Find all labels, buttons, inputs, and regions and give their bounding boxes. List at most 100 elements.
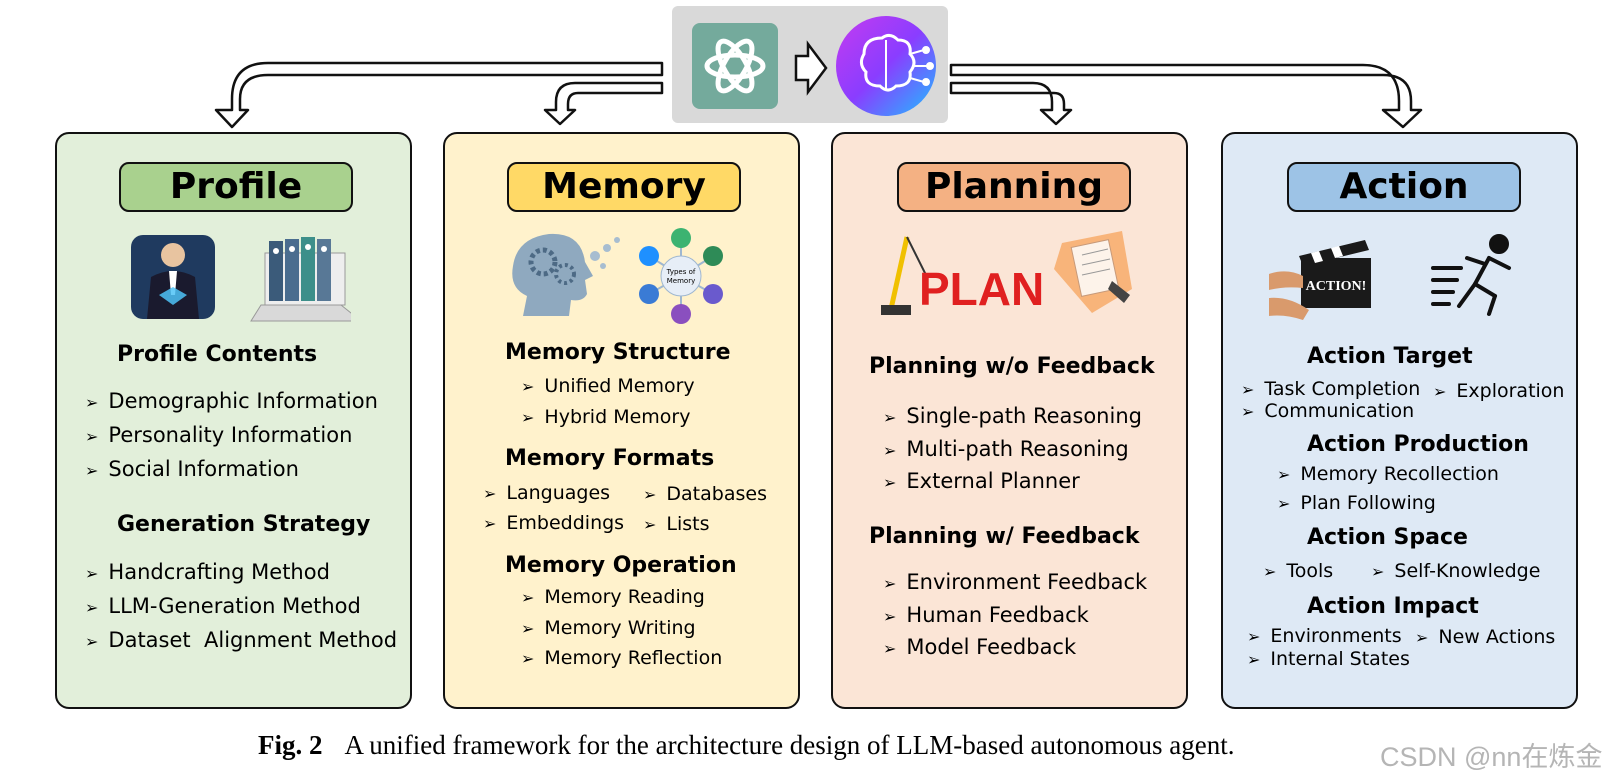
crane-plan-icon: PLAN: [881, 236, 1044, 315]
memory-formats-heading: Memory Formats: [505, 446, 715, 471]
action-target-heading: Action Target: [1307, 344, 1473, 369]
memory-panel: Memory Types of Memory Memory Struc: [443, 132, 800, 709]
list-item: ➢Task Completion: [1241, 378, 1421, 400]
list-item: ➢Databases: [643, 483, 767, 505]
openai-logo-icon: [692, 23, 778, 109]
action-production-heading: Action Production: [1307, 432, 1529, 457]
clapperboard-icon: ACTION!: [1269, 240, 1371, 320]
businessman-icon: [131, 235, 215, 319]
arrow-to-profile: [214, 61, 664, 129]
list-item: ➢Exploration: [1433, 380, 1565, 402]
planning-images: PLAN: [881, 231, 1132, 315]
arrow-bullet-icon: ➢: [521, 408, 535, 427]
action-images: ACTION!: [1269, 234, 1511, 320]
planning-panel: Planning PLAN Planning w/o Feedback ➢Sin…: [831, 132, 1188, 709]
arrow-bullet-icon: ➢: [85, 393, 99, 412]
figure-caption-text: A unified framework for the architecture…: [344, 730, 1235, 760]
arrow-bullet-icon: ➢: [521, 649, 535, 668]
arrow-bullet-icon: ➢: [85, 598, 99, 617]
list-item: ➢New Actions: [1415, 626, 1556, 648]
memory-images: Types of Memory: [512, 228, 723, 324]
arrow-bullet-icon: ➢: [1247, 627, 1261, 646]
arrow-bullet-icon: ➢: [521, 619, 535, 638]
list-item: ➢Memory Recollection: [1277, 463, 1499, 485]
arrow-bullet-icon: ➢: [883, 574, 897, 593]
arrow-bullet-icon: ➢: [643, 485, 657, 504]
arrow-bullet-icon: ➢: [1247, 650, 1261, 669]
plan-letters: PLAN: [919, 263, 1044, 315]
planning-without-feedback-heading: Planning w/o Feedback: [869, 354, 1155, 379]
memory-types-diagram-icon: Types of Memory: [639, 228, 723, 324]
arrow-bullet-icon: ➢: [1263, 562, 1277, 581]
arrow-bullet-icon: ➢: [1371, 562, 1385, 581]
list-item: ➢Memory Writing: [521, 617, 696, 639]
generation-strategy-heading: Generation Strategy: [117, 512, 371, 537]
arrow-bullet-icon: ➢: [85, 564, 99, 583]
action-space-heading: Action Space: [1307, 525, 1468, 550]
llm-to-brain-graphic: [692, 16, 936, 116]
memory-structure-heading: Memory Structure: [505, 340, 731, 365]
arrow-bullet-icon: ➢: [883, 441, 897, 460]
arrow-bullet-icon: ➢: [1415, 628, 1429, 647]
arrow-bullet-icon: ➢: [483, 514, 497, 533]
list-item: ➢Unified Memory: [521, 375, 695, 397]
profile-images: [131, 235, 351, 322]
arrow-bullet-icon: ➢: [1241, 402, 1255, 421]
running-man-icon: [1431, 234, 1511, 316]
memory-title: Memory: [507, 162, 741, 212]
arrow-bullet-icon: ➢: [1277, 494, 1291, 513]
llm-header-box: [672, 6, 948, 123]
arrow-to-action: [949, 63, 1423, 129]
svg-text:Memory: Memory: [667, 277, 695, 285]
list-item: ➢Memory Reading: [521, 586, 705, 608]
arrow-bullet-icon: ➢: [85, 461, 99, 480]
list-item: ➢Human Feedback: [883, 603, 1089, 627]
profile-panel: Profile Profile Contents ➢Demographic In…: [55, 132, 412, 709]
list-item: ➢LLM-Generation Method: [85, 594, 361, 618]
arrow-bullet-icon: ➢: [85, 632, 99, 651]
list-item: ➢Personality Information: [85, 423, 353, 447]
memory-operation-heading: Memory Operation: [505, 553, 737, 578]
action-title: Action: [1287, 162, 1521, 212]
arrow-bullet-icon: ➢: [883, 408, 897, 427]
profile-contents-heading: Profile Contents: [117, 342, 318, 367]
profile-title: Profile: [119, 162, 353, 212]
arrow-bullet-icon: ➢: [883, 473, 897, 492]
list-item: ➢Multi-path Reasoning: [883, 437, 1129, 461]
list-item: ➢Environments: [1247, 625, 1402, 647]
list-item: ➢External Planner: [883, 469, 1080, 493]
list-item: ➢Lists: [643, 513, 710, 535]
list-item: ➢Dataset Alignment Method: [85, 628, 398, 652]
list-item: ➢Plan Following: [1277, 492, 1436, 514]
paper-hand-icon: [1054, 231, 1132, 313]
list-item: ➢Tools: [1263, 560, 1334, 582]
list-item: ➢Internal States: [1247, 648, 1410, 670]
arrow-bullet-icon: ➢: [883, 639, 897, 658]
list-item: ➢Embeddings: [483, 512, 625, 534]
list-item: ➢Environment Feedback: [883, 570, 1148, 594]
arrow-bullet-icon: ➢: [883, 607, 897, 626]
action-impact-heading: Action Impact: [1307, 594, 1479, 619]
figure-label: Fig. 2: [258, 730, 323, 760]
connector-arrows: [214, 61, 1423, 129]
list-item: ➢Handcrafting Method: [85, 560, 330, 584]
planning-title: Planning: [897, 162, 1131, 212]
memory-types-text: Types of: [666, 268, 696, 276]
arrow-bullet-icon: ➢: [521, 377, 535, 396]
list-item: ➢Hybrid Memory: [521, 406, 691, 428]
arrow-bullet-icon: ➢: [521, 588, 535, 607]
arrow-bullet-icon: ➢: [1433, 382, 1447, 401]
arrow-bullet-icon: ➢: [643, 515, 657, 534]
list-item: ➢Memory Reflection: [521, 647, 723, 669]
action-panel: Action ACTION! Action Target ➢Task Compl…: [1221, 132, 1578, 709]
arrow-right-icon: [794, 40, 828, 96]
list-item: ➢Communication: [1241, 400, 1415, 422]
planning-with-feedback-heading: Planning w/ Feedback: [869, 524, 1140, 549]
arrow-bullet-icon: ➢: [483, 484, 497, 503]
list-item: ➢Social Information: [85, 457, 299, 481]
list-item: ➢Model Feedback: [883, 635, 1077, 659]
binders-laptop-icon: [250, 237, 351, 322]
head-gears-icon: [512, 233, 620, 316]
ai-brain-icon: [836, 16, 936, 116]
list-item: ➢Demographic Information: [85, 389, 378, 413]
